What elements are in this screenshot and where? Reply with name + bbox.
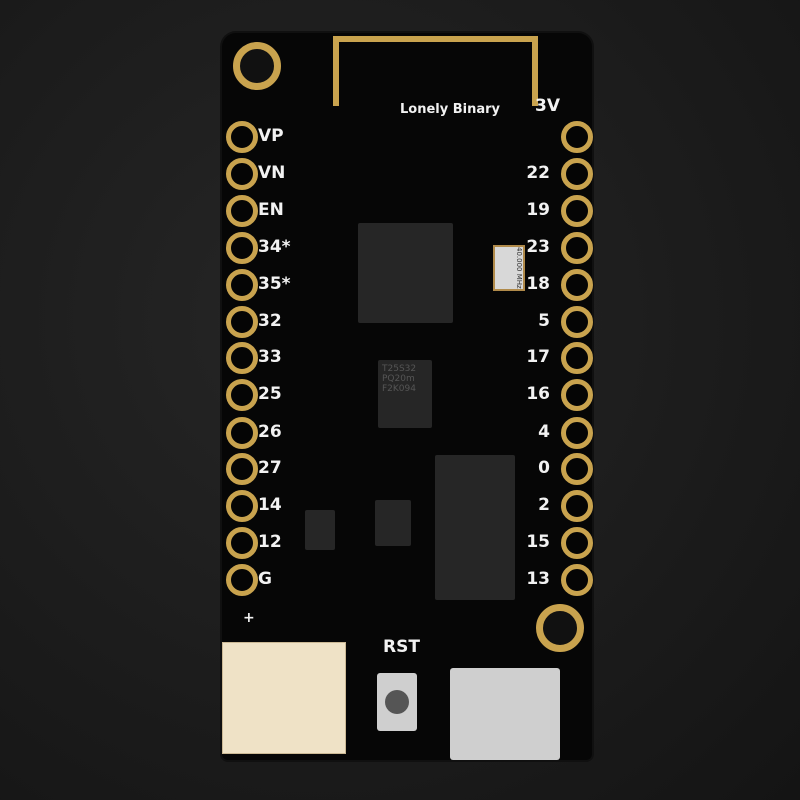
pin-label-right: 19: [526, 200, 550, 220]
pin-label-left: VN: [258, 163, 286, 183]
pin-label-left: VP: [258, 126, 284, 146]
pin-label-left: 35*: [258, 274, 291, 294]
pin-pad-left: [226, 527, 258, 559]
pin-pad-right: [561, 453, 593, 485]
reset-label: RST: [383, 637, 420, 657]
pin-pad-left: [226, 232, 258, 264]
pin-pad-left: [226, 195, 258, 227]
pin-label-left: 14: [258, 495, 282, 515]
brand-label: Lonely Binary: [400, 102, 501, 117]
pin-label-left: 32: [258, 311, 282, 331]
regulator: [305, 510, 335, 550]
pin-pad-left: [226, 158, 258, 190]
pin-pad-right: [561, 269, 593, 301]
pin-pad-right: [561, 195, 593, 227]
pin-pad-left: [226, 453, 258, 485]
pin-label-right: 17: [526, 347, 550, 367]
pin-label-right: 3V: [535, 96, 560, 116]
pin-label-left: 27: [258, 458, 282, 478]
pin-pad-left: [226, 417, 258, 449]
pin-pad-left: [226, 379, 258, 411]
pin-pad-right: [561, 417, 593, 449]
usb-serial-chip: [435, 455, 515, 600]
pin-label-right: 4: [538, 422, 550, 442]
pin-pad-right: [561, 527, 593, 559]
pin-pad-left: [226, 269, 258, 301]
pin-pad-right: [561, 342, 593, 374]
mounting-hole: [536, 604, 584, 652]
pin-label-left: 33: [258, 347, 282, 367]
flash-chip: T25S32 PQ20m F2K094: [378, 360, 432, 428]
pin-label-right: 23: [526, 237, 550, 257]
pin-label-left: 25: [258, 384, 282, 404]
pin-label-left: 12: [258, 532, 282, 552]
battery-connector[interactable]: [222, 642, 346, 754]
pin-pad-right: [561, 564, 593, 596]
pin-label-right: 15: [526, 532, 550, 552]
reset-button[interactable]: [377, 673, 417, 731]
pin-pad-left: [226, 564, 258, 596]
transistor: [375, 500, 411, 546]
pin-pad-left: [226, 306, 258, 338]
pin-pad-right: [561, 158, 593, 190]
pin-pad-right: [561, 232, 593, 264]
pin-pad-right: [561, 306, 593, 338]
esp32-chip: [358, 223, 453, 323]
pin-pad-left: [226, 342, 258, 374]
pin-label-left: 34*: [258, 237, 291, 257]
pin-label-right: 22: [526, 163, 550, 183]
pin-label-right: 16: [526, 384, 550, 404]
pin-label-left: G: [258, 569, 272, 589]
mounting-hole: [233, 42, 281, 90]
pin-pad-right: [561, 379, 593, 411]
pin-pad-right: [561, 121, 593, 153]
pin-label-left: EN: [258, 200, 284, 220]
micro-usb-port[interactable]: [450, 668, 560, 760]
crystal: 40.000 MHz: [493, 245, 525, 291]
pin-label-right: 5: [538, 311, 550, 331]
battery-plus-label: +: [243, 610, 255, 626]
pin-label-right: 18: [526, 274, 550, 294]
pin-label-right: 0: [538, 458, 550, 478]
pin-pad-left: [226, 490, 258, 522]
pin-label-right: 13: [526, 569, 550, 589]
pin-pad-right: [561, 490, 593, 522]
pcb-antenna: [333, 36, 538, 106]
pin-label-left: 26: [258, 422, 282, 442]
pin-pad-left: [226, 121, 258, 153]
pin-label-right: 2: [538, 495, 550, 515]
